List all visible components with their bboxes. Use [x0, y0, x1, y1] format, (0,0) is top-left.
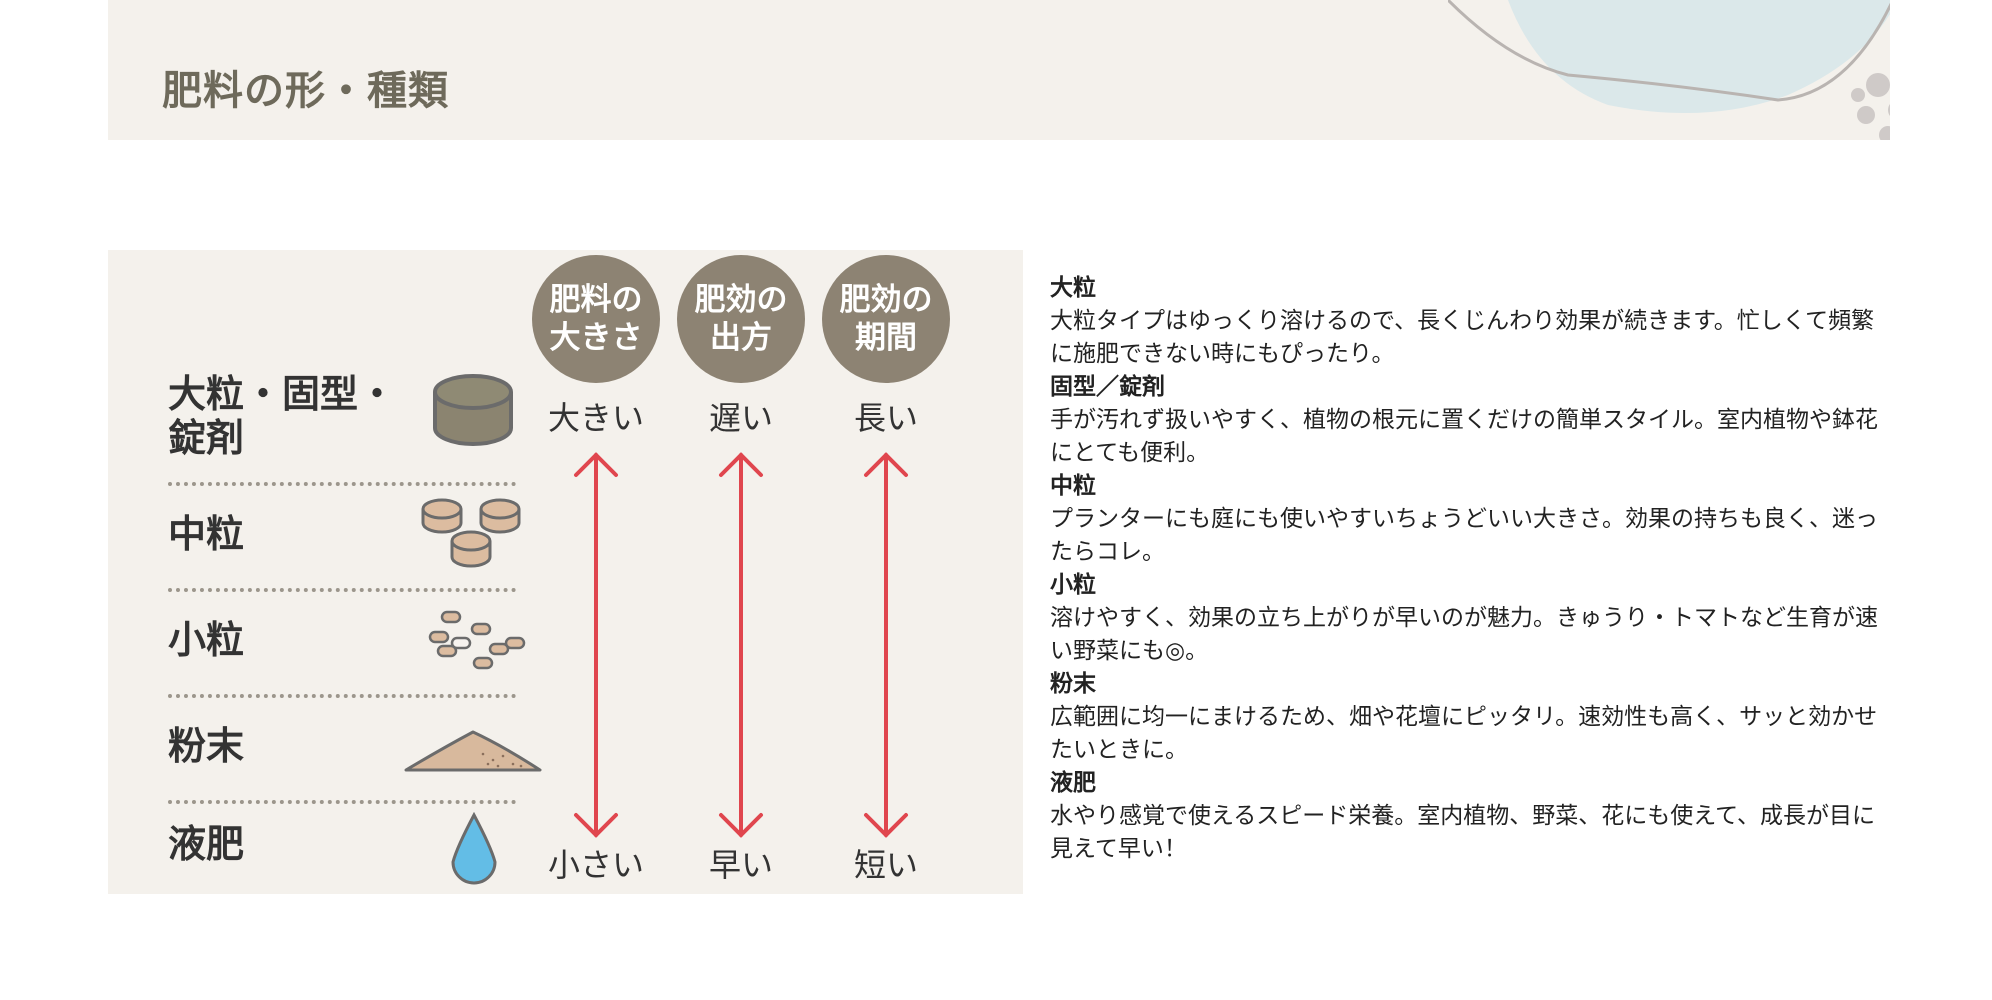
description-heading: 液肥	[1050, 770, 1096, 796]
row-label-line: 錠剤	[168, 416, 245, 460]
fertilizer-comparison-diagram: 肥料の 大きさ 肥効の 出方 肥効の 期間 大きい 遅い 長い 小さい 早い 短…	[108, 250, 1023, 894]
large-tablet-icon	[433, 374, 513, 446]
description-heading: 中粒	[1050, 473, 1096, 499]
double-arrow-icon	[864, 452, 908, 838]
row-divider	[168, 588, 516, 592]
row-label-small: 小粒	[168, 618, 245, 662]
double-arrow-icon	[719, 452, 763, 838]
fertilizer-descriptions: 大粒 大粒タイプはゆっくり溶けるので、長くじんわり効果が続きます。忙しくて頻繁に…	[1050, 272, 1890, 866]
row-label-liquid: 液肥	[168, 822, 245, 866]
description-heading: 粉末	[1050, 671, 1096, 697]
watercolor-decoration-icon	[1448, 0, 1890, 140]
water-drop-icon	[451, 812, 497, 885]
double-arrows	[574, 452, 908, 838]
description-heading: 固型／錠剤	[1050, 374, 1165, 400]
column-header-line: 出方	[710, 320, 772, 356]
row-label-large: 大粒・固型・ 錠剤	[168, 372, 396, 460]
powder-pile-icon	[404, 730, 542, 772]
medium-granules-icon	[421, 498, 521, 568]
row-label-line: 大粒・固型・	[168, 372, 397, 416]
column-header-line: 肥効の	[839, 282, 933, 318]
row-divider	[168, 694, 516, 698]
description-text: 水やり感覚で使えるスピード栄養。室内植物、野菜、花にも使えて、成長が目に見えて早…	[1050, 803, 1876, 862]
row-divider	[168, 800, 516, 804]
description-heading: 大粒	[1050, 275, 1096, 301]
description-text: 広範囲に均一にまけるため、畑や花壇にピッタリ。速効性も高く、サッと効かせたいとき…	[1050, 704, 1878, 763]
column-header-line: 肥料の	[549, 282, 643, 318]
description-text: 溶けやすく、効果の立ち上がりが早いのが魅力。きゅうり・トマトなど生育が速い野菜に…	[1050, 605, 1878, 664]
small-granules-icon	[428, 610, 526, 670]
description-heading: 小粒	[1050, 572, 1096, 598]
row-label-powder: 粉末	[168, 724, 245, 768]
column-header-size: 肥料の 大きさ	[532, 255, 660, 383]
description-text: 手が汚れず扱いやすく、植物の根元に置くだけの簡単スタイル。室内植物や鉢花にとても…	[1050, 407, 1878, 466]
scale-top-label: 大きい	[547, 399, 644, 437]
column-header-line: 期間	[855, 320, 917, 356]
scale-bottom-label: 短い	[853, 846, 918, 884]
column-header-line: 大きさ	[549, 320, 643, 356]
description-text: プランターにも庭にも使いやすいちょうどいい大きさ。効果の持ちも良く、迷ったらコレ…	[1050, 506, 1878, 565]
scale-bottom-label: 小さい	[547, 846, 644, 884]
column-header-duration: 肥効の 期間	[822, 255, 950, 383]
column-header-onset: 肥効の 出方	[677, 255, 805, 383]
page-title: 肥料の形・種類	[162, 68, 449, 114]
scale-bottom-label: 早い	[708, 846, 773, 884]
column-header-line: 肥効の	[694, 282, 788, 318]
row-label-medium: 中粒	[168, 512, 245, 556]
double-arrow-icon	[574, 452, 618, 838]
scale-top-label: 長い	[853, 399, 918, 437]
section-header: 肥料の形・種類	[108, 0, 1890, 140]
scale-top-label: 遅い	[708, 399, 773, 437]
row-divider	[168, 482, 516, 486]
description-text: 大粒タイプはゆっくり溶けるので、長くじんわり効果が続きます。忙しくて頻繁に施肥で…	[1050, 308, 1875, 367]
